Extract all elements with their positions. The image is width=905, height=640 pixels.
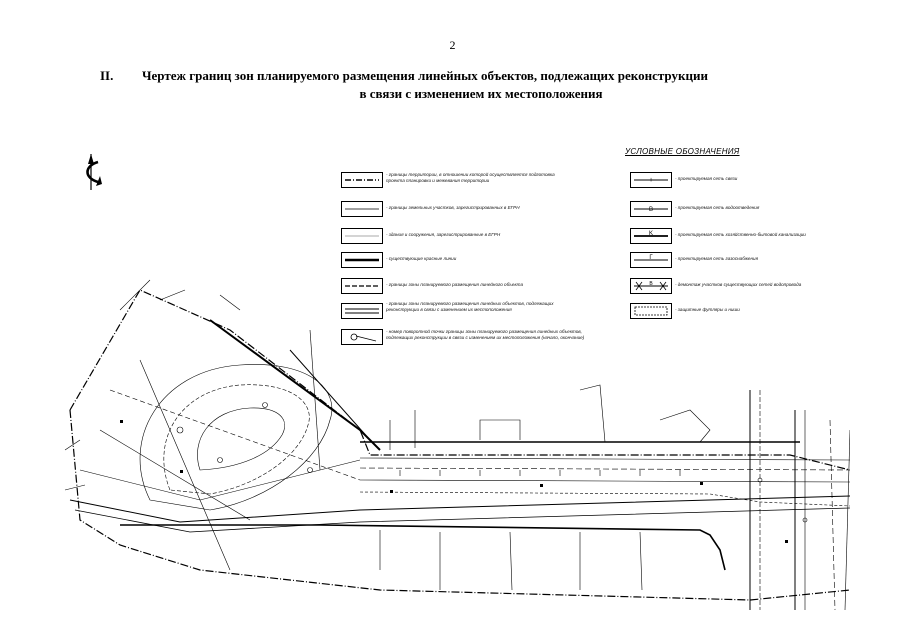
legend-right-item-1: - проектируемая сеть связи (675, 176, 738, 181)
legend-mark-4: Г (649, 255, 653, 261)
legend-item-6: - границы зоны планируемого размещения л… (386, 301, 554, 312)
legend-item-4: - существующие красные линии (386, 256, 457, 261)
legend-symbol-sewer: K (630, 228, 672, 244)
legend-item-3: - здания и сооружения, зарегистрированны… (386, 232, 501, 237)
legend-mark-5: B (649, 281, 653, 287)
legend-symbol-turning-point (341, 329, 383, 345)
legend-symbol-project-boundary (341, 172, 383, 188)
legend-mark-3: K (649, 231, 653, 237)
legend-right-item-2: - проектируемая сеть водоотведения (675, 205, 760, 210)
legend-right-item-4: - проектируемая сеть газоснабжения (675, 256, 759, 261)
legend-symbol-dismantle: B (630, 278, 672, 294)
legend-mark-1: + (649, 177, 653, 184)
legend-symbol-casings (630, 303, 672, 319)
site-plan-drawing (64, 279, 850, 610)
heading-line-1: Чертеж границ зон планируемого размещени… (142, 68, 708, 83)
legend-symbol-linear-object-zone (341, 278, 383, 294)
legend-right-item-3: - проектируемая сеть хозяйственно-бытово… (675, 232, 806, 237)
legend-symbol-land-plots (341, 201, 383, 217)
legend-symbol-comms: + (630, 172, 672, 188)
north-arrow-icon (86, 154, 102, 190)
legend-symbol-buildings (341, 228, 383, 244)
legend-symbol-gas: Г (630, 252, 672, 268)
legend-right-item-5: - демонтаж участков существующих сетей в… (675, 282, 802, 287)
legend-right-item-6: - защитные футляры и ниши (675, 307, 740, 312)
legend-title: УСЛОВНЫЕ ОБОЗНАЧЕНИЯ (625, 147, 740, 156)
page-number: 2 (449, 38, 456, 52)
legend-item-1: - границы территории, в отношении которо… (386, 172, 555, 183)
legend-symbol-reconstruction-zone (341, 303, 383, 319)
section-number: II. (100, 68, 114, 83)
legend-item-5: - границы зоны планируемого размещения л… (386, 282, 524, 287)
legend-symbol-red-lines (341, 252, 383, 268)
legend-mark-2: B (649, 207, 653, 213)
heading-line-2: в связи с изменением их местоположения (359, 86, 603, 101)
legend-item-7: - номер поворотной точки границы зоны пл… (386, 329, 585, 340)
legend-item-2: - границы земельных участков, зарегистри… (386, 205, 520, 210)
legend-symbol-drainage: B (630, 201, 672, 217)
drawing-heading: II. Чертеж границ зон планируемого разме… (100, 67, 820, 103)
